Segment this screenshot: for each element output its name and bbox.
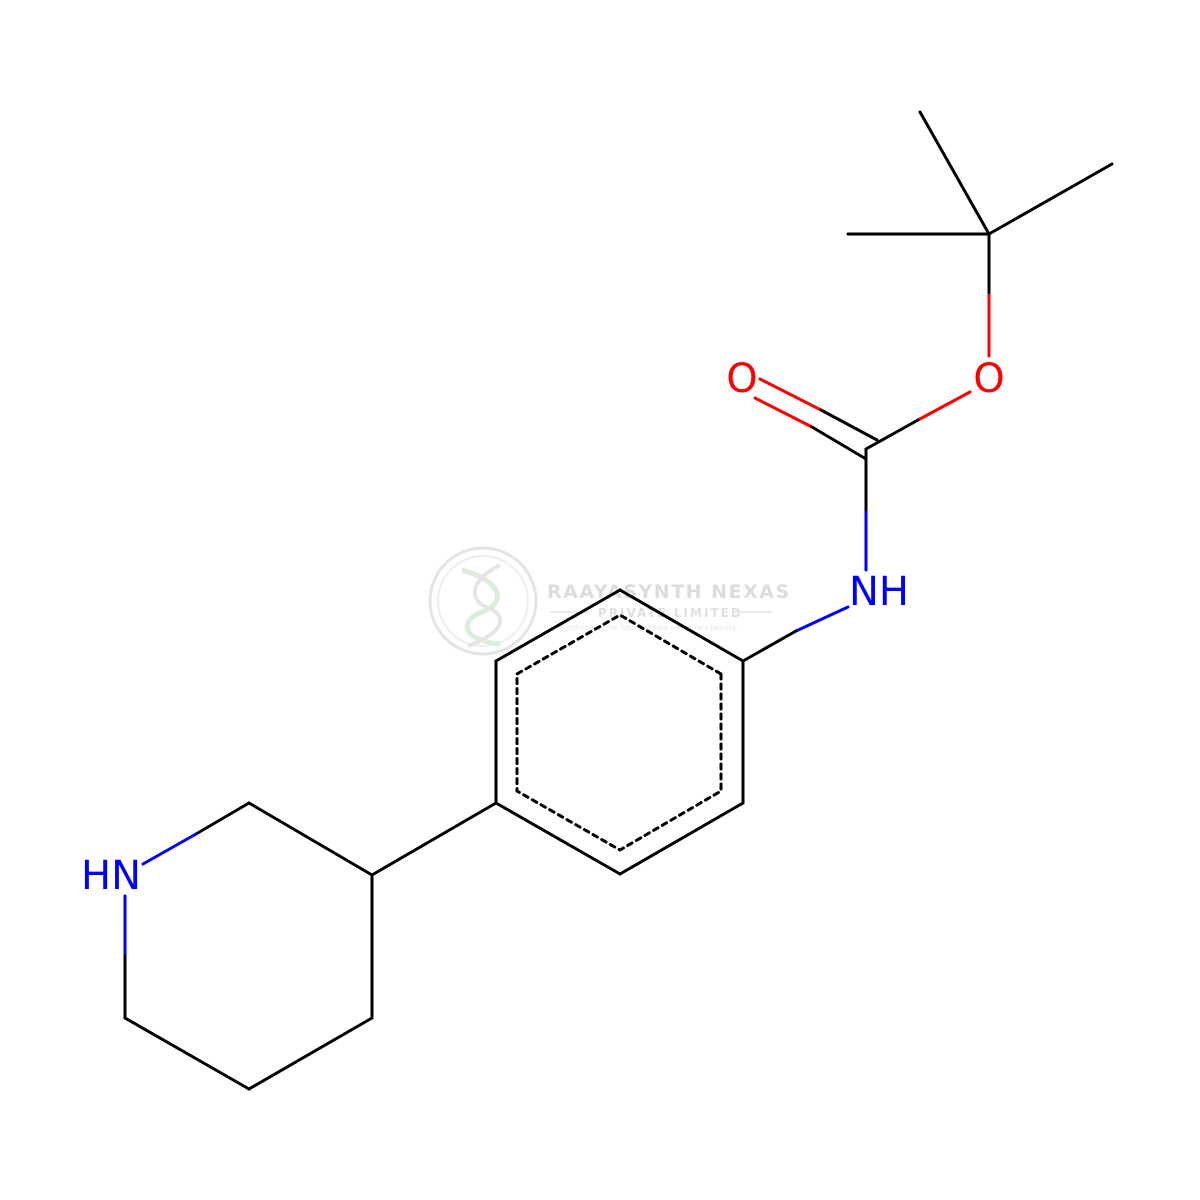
- watermark-helix-strand-icon: [467, 563, 503, 648]
- bond-tbu-methyl-top: [918, 110, 991, 236]
- ring-bond-n: [141, 832, 198, 866]
- bond-carbonyl-double-outer-red: [758, 377, 823, 412]
- bond-carbonyl-double-inner-red: [753, 396, 814, 429]
- bond-carbonyl-double-outer-black: [819, 408, 879, 442]
- watermark-tagline: Synthesizing the future of your molecule…: [560, 624, 737, 632]
- watermark-company-type: PRIVATE LIMITED: [598, 606, 743, 620]
- watermark: RAAYASYNTH NEXAS PRIVATE LIMITED Synthes…: [428, 546, 791, 656]
- ring-bond: [618, 588, 745, 663]
- ring-bond: [494, 801, 622, 876]
- bond-ester-oxygen-black: [864, 418, 920, 451]
- ring-bond: [247, 1016, 374, 1091]
- bond-amide-aryl-black: [741, 629, 798, 663]
- bond-amide-aryl-blue: [794, 605, 850, 633]
- bond-ester-oxygen-red: [916, 390, 972, 422]
- atom-label-carbonyl-oxygen: O: [726, 356, 757, 402]
- aromatic-ring-indicator: [515, 613, 723, 852]
- watermark-company-name: RAAYASYNTH NEXAS: [547, 581, 791, 603]
- bond-carbonyl-double-inner-black: [810, 425, 868, 461]
- atom-label-ester-oxygen: O: [973, 356, 1004, 402]
- watermark-logo-inner-ring: [437, 555, 529, 647]
- ring-bond: [247, 801, 374, 877]
- bond-tbu-methyl-right: [987, 162, 1114, 236]
- ring-bond: [194, 801, 251, 836]
- bond-aryl-piperidine: [370, 801, 498, 877]
- ring-bond: [123, 1016, 251, 1091]
- piperidine-ring: [123, 801, 374, 1091]
- watermark-logo-ring: [428, 546, 538, 656]
- atom-label-piperidine-nitrogen: HN: [81, 853, 141, 899]
- ring-bond: [494, 588, 622, 663]
- benzene-ring: [494, 588, 745, 876]
- watermark-helix-icon: [461, 567, 501, 647]
- atom-label-amide-nitrogen: NH: [849, 569, 909, 615]
- ring-bond: [618, 801, 745, 876]
